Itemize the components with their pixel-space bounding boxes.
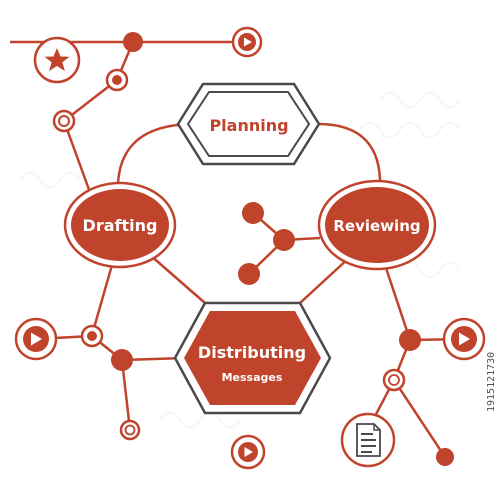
planning-node[interactable]: Planning [176,82,321,166]
distributing-node[interactable]: Distributing Messages [173,301,332,415]
chain-node-ring [105,68,129,92]
play-icon[interactable] [230,434,266,470]
chain-node [399,329,421,351]
chain-node [436,448,454,466]
star-icon [33,36,81,84]
chain-node-ring [382,368,406,392]
play-icon[interactable] [14,317,58,361]
chain-node-ring [52,109,76,133]
distributing-sublabel: Messages [222,371,283,384]
chain-node-ring [80,324,104,348]
play-icon[interactable] [231,26,263,58]
chain-node-ring [119,419,141,441]
planning-label: Planning [209,116,288,135]
connector-lines [10,40,465,458]
play-icon[interactable] [442,317,486,361]
drafting-label: Drafting [83,216,158,235]
reviewing-label: Reviewing [333,217,420,235]
share-icon [238,202,295,285]
drafting-node[interactable]: Drafting [63,181,177,269]
distributing-label: Distributing [198,343,306,362]
reviewing-node[interactable]: Reviewing [317,179,437,271]
chain-node [123,32,143,52]
document-icon [340,412,396,468]
chain-node [111,349,133,371]
stock-id-watermark: 1915121730 [486,352,497,412]
